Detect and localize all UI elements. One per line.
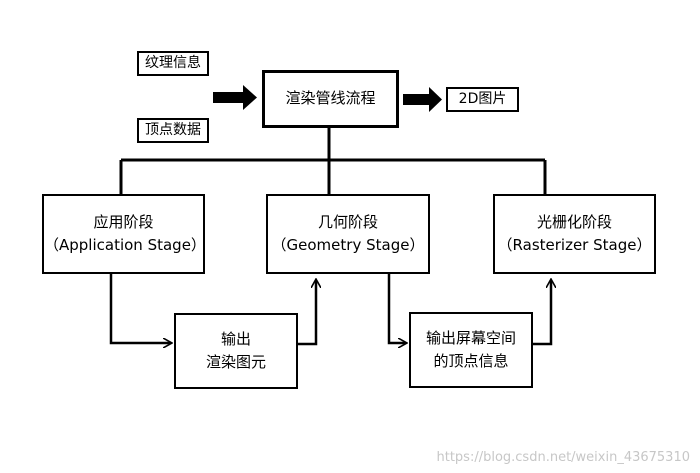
- render-primitives-line2: 渲染图元: [205, 353, 266, 371]
- geometry-to-screen-arrow: [387, 274, 406, 343]
- screen-vertices-line2: 的顶点信息: [433, 352, 509, 370]
- input-arrow: [213, 85, 257, 110]
- rasterizer-stage-box: 光栅化阶段 （Rasterizer Stage）: [493, 194, 656, 274]
- pipeline-title-text: 渲染管线流程: [285, 89, 376, 108]
- application-stage-english: （Application Stage）: [44, 236, 206, 254]
- pipeline-title-box: 渲染管线流程: [262, 70, 399, 128]
- stage-bracket-connector: [119, 128, 547, 194]
- screen-vertices-box: 输出屏幕空间 的顶点信息: [409, 312, 533, 388]
- texture-info-label: 纹理信息: [137, 51, 209, 76]
- render-primitives-box: 输出 渲染图元: [174, 313, 298, 389]
- app-to-primitives-arrow: [109, 274, 171, 343]
- geometry-stage-english: （Geometry Stage）: [271, 236, 425, 254]
- output-arrow: [403, 87, 442, 112]
- application-stage-box: 应用阶段 （Application Stage）: [42, 194, 206, 274]
- output-2d-image-box: 2D图片: [446, 87, 519, 112]
- rasterizer-stage-name: 光栅化阶段: [536, 212, 612, 231]
- geometry-stage-box: 几何阶段 （Geometry Stage）: [266, 194, 430, 274]
- primitives-to-geometry-arrow: [298, 280, 316, 346]
- texture-info-text: 纹理信息: [145, 54, 201, 71]
- vertex-data-label: 顶点数据: [137, 118, 209, 143]
- watermark-url: https://blog.csdn.net/weixin_43675310: [436, 450, 690, 465]
- application-stage-name: 应用阶段: [93, 212, 154, 231]
- output-2d-image-text: 2D图片: [458, 90, 507, 107]
- vertex-data-text: 顶点数据: [145, 121, 201, 138]
- screen-to-rasterizer-arrow: [533, 280, 551, 346]
- rasterizer-stage-english: （Rasterizer Stage）: [497, 236, 652, 254]
- render-primitives-line1: 输出: [220, 329, 251, 348]
- geometry-stage-name: 几何阶段: [317, 212, 378, 231]
- screen-vertices-line1: 输出屏幕空间: [425, 328, 516, 347]
